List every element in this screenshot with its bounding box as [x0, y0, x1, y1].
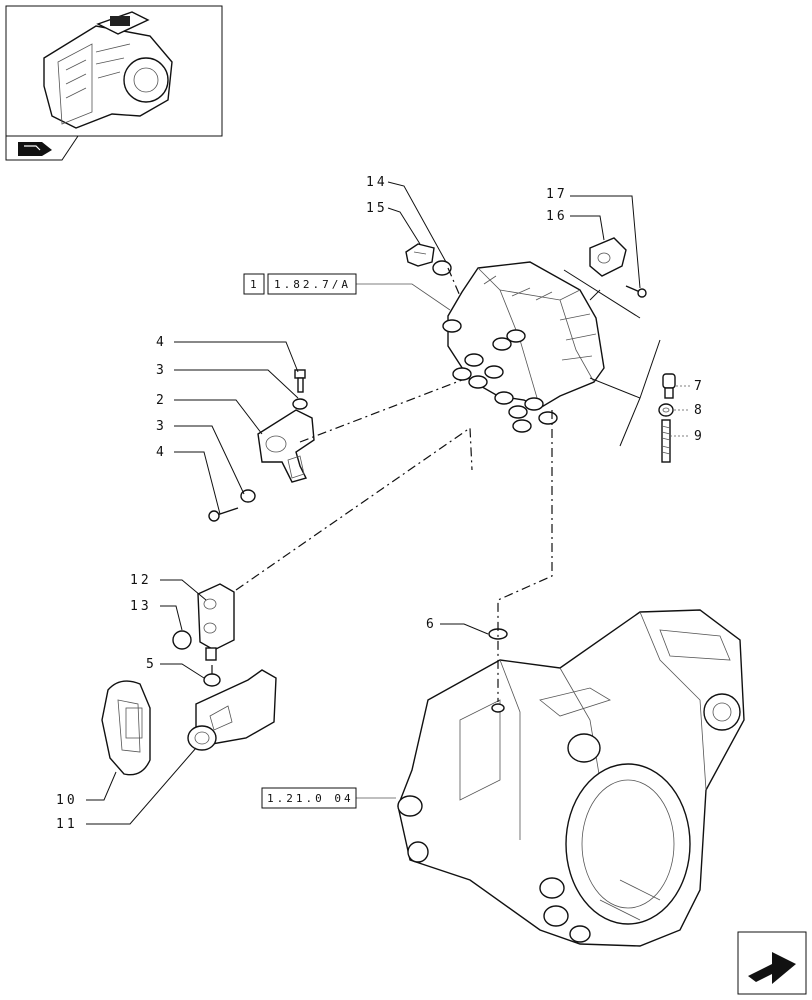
callout-14: 14: [366, 175, 388, 190]
callout-11: 11: [56, 817, 78, 832]
transmission-housing: [397, 609, 745, 947]
callout-16: 16: [546, 209, 568, 224]
assembly-lines: [211, 267, 553, 702]
callout-6: 6: [426, 617, 437, 632]
section-flag-icon: [18, 142, 52, 156]
o-ring-14: [432, 260, 452, 276]
callout-7: 7: [694, 379, 705, 394]
callout-4-lower: 4: [156, 445, 167, 460]
ref-box-housing[interactable]: 1.21.0 04: [261, 787, 357, 809]
callout-9: 9: [694, 429, 705, 444]
cap-part-15: [405, 243, 435, 267]
callout-17: 17: [546, 187, 568, 202]
callout-13: 13: [130, 599, 152, 614]
ref-valve-index: 1: [250, 278, 260, 291]
thumbnail-panel[interactable]: [5, 5, 223, 161]
ref-box-valve[interactable]: 1 1.82.7/A: [243, 273, 357, 295]
callout-labels: 14 15 17 16 4 3 2 3 4 7 8 9 12 13 6 5 10…: [56, 175, 705, 832]
callout-8: 8: [694, 403, 705, 418]
ref-housing-code: 1.21.0 04: [267, 792, 354, 805]
bracket-part-2: [257, 409, 315, 483]
callout-3-upper: 3: [156, 363, 167, 378]
callout-5: 5: [146, 657, 157, 672]
callout-12: 12: [130, 573, 152, 588]
callout-4-upper: 4: [156, 335, 167, 350]
flange-part-16: [589, 237, 627, 277]
ref-valve-code: 1.82.7/A: [274, 278, 351, 291]
adapter-part-11: [187, 669, 277, 751]
cover-part-10: [101, 680, 151, 776]
leader-lines: [86, 181, 690, 825]
plug-part-13: [172, 630, 192, 650]
callout-2: 2: [156, 393, 167, 408]
callout-15: 15: [366, 201, 388, 216]
thumbnail-assembly-icon: [43, 11, 173, 129]
washer-part-8: [658, 403, 674, 417]
washer-part-3-upper: [292, 398, 308, 410]
washer-part-5: [203, 673, 221, 687]
nav-arrow-icon[interactable]: [737, 931, 807, 995]
control-valve-block: [442, 261, 605, 433]
screw-part-7: [662, 373, 676, 399]
bolt-part-4-lower: [208, 507, 239, 522]
bolt-part-4-upper: [294, 369, 306, 393]
valve-part-12: [197, 583, 235, 661]
callout-3-lower: 3: [156, 419, 167, 434]
callout-10: 10: [56, 793, 78, 808]
washer-part-3-lower: [240, 489, 256, 503]
screw-part-17: [625, 285, 647, 298]
stud-part-9: [661, 419, 671, 463]
